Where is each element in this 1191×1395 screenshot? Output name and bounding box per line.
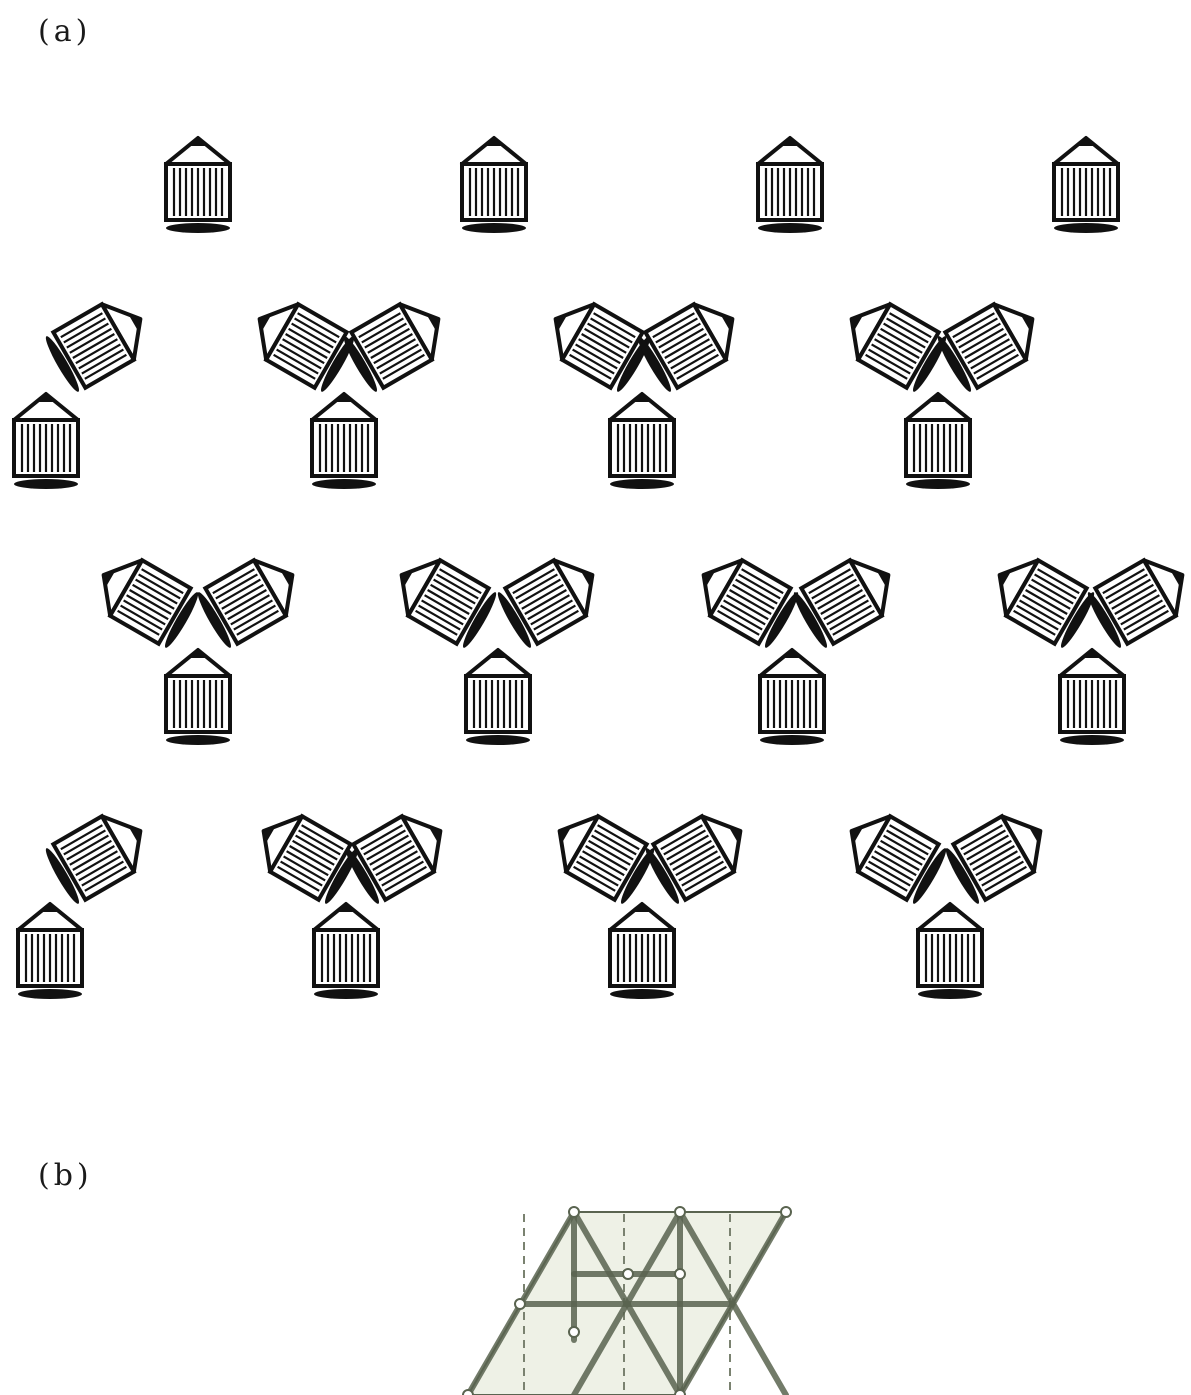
lattice-node-6 [515, 1299, 525, 1309]
lattice-node-5 [569, 1327, 579, 1337]
pencil-upright-r2-2 [760, 650, 824, 745]
pencil-upright-r3-2 [610, 904, 674, 999]
pencil-tilted-left-r0-1 [244, 291, 358, 394]
pencil-upright-r0-1 [462, 138, 526, 233]
pencil-upright-r3-0 [18, 904, 82, 999]
pencil-upright-r0-0 [166, 138, 230, 233]
pencil-upright-r0-3 [1054, 138, 1118, 233]
pencil-tilted-left-r2-2 [544, 803, 658, 906]
pencil-upright-r0-2 [758, 138, 822, 233]
lattice-diagram [463, 1207, 791, 1395]
lattice-node-3 [623, 1269, 633, 1279]
pencil-grid [14, 138, 1191, 999]
pencil-tilted-right-r1-2 [790, 547, 904, 650]
pencil-tilted-right-r2-0 [42, 803, 156, 906]
pencil-tilted-left-r1-0 [88, 547, 202, 650]
pencil-tilted-left-r1-2 [688, 547, 802, 650]
pencil-tilted-right-r2-2 [642, 803, 756, 906]
lattice-node-2 [781, 1207, 791, 1217]
pencil-upright-r3-1 [314, 904, 378, 999]
pencil-tilted-left-r0-2 [540, 291, 654, 394]
pencil-tilted-right-r0-0 [42, 291, 156, 394]
pencil-tilted-left-r2-1 [248, 803, 362, 906]
pencil-upright-r3-3 [918, 904, 982, 999]
pencil-tilted-right-r2-1 [342, 803, 456, 906]
pencil-upright-r1-2 [610, 394, 674, 489]
pencil-upright-r2-0 [166, 650, 230, 745]
pencil-upright-r2-1 [466, 650, 530, 745]
lattice-node-7 [675, 1390, 685, 1395]
pencil-tilted-left-r0-3 [836, 291, 950, 394]
lattice-node-8 [463, 1390, 473, 1395]
lattice-node-1 [675, 1207, 685, 1217]
pencil-upright-r1-0 [14, 394, 78, 489]
pencil-upright-r1-3 [906, 394, 970, 489]
pencil-tilted-right-r1-3 [1084, 547, 1191, 650]
pencil-tilted-right-r1-0 [194, 547, 308, 650]
pencil-tilted-right-r0-2 [634, 291, 748, 394]
lattice-node-4 [675, 1269, 685, 1279]
pencil-tilted-left-r2-3 [836, 803, 950, 906]
pencil-upright-r1-1 [312, 394, 376, 489]
pencil-tilted-left-r1-3 [984, 547, 1098, 650]
pencil-tilted-right-r2-3 [942, 803, 1056, 906]
pencil-tilted-right-r0-1 [340, 291, 454, 394]
lattice-node-0 [569, 1207, 579, 1217]
pencil-tilted-left-r1-1 [386, 547, 500, 650]
pencil-tilted-right-r1-1 [494, 547, 608, 650]
pencil-upright-r2-3 [1060, 650, 1124, 745]
pencil-tilted-right-r0-3 [934, 291, 1048, 394]
